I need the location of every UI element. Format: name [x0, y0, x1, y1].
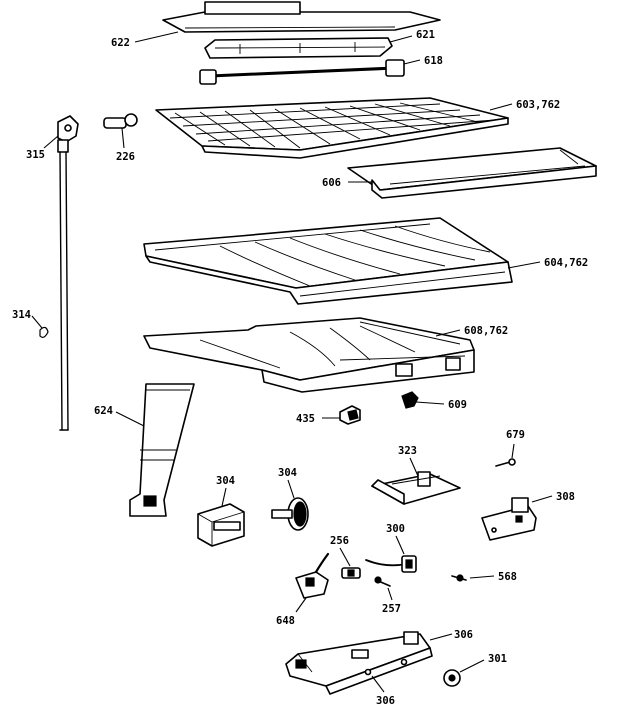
leader-300: [395, 535, 405, 555]
part-304-knob: [271, 497, 309, 531]
label-621: 621: [416, 29, 435, 41]
leader-306a: [429, 633, 453, 641]
label-314: 314: [12, 309, 31, 321]
part-314-rod: [31, 151, 69, 431]
part-323-bracket: [371, 471, 461, 505]
label-606: 606: [322, 177, 341, 189]
label-679: 679: [506, 429, 525, 441]
part-604-shelf-frame: [143, 217, 513, 305]
part-306-housing: [285, 631, 433, 695]
part-622-cover: [162, 1, 441, 33]
leader-256: [339, 547, 351, 567]
leader-621: [389, 35, 413, 43]
label-608-762: 608,762: [464, 325, 508, 337]
part-624-duct: [129, 383, 195, 517]
leader-306b: [371, 675, 385, 693]
label-609: 609: [448, 399, 467, 411]
part-226-roller: [103, 113, 138, 149]
leader-622: [134, 31, 179, 43]
leader-304b: [287, 479, 295, 499]
part-308-plate: [481, 497, 537, 541]
part-603-wire-shelf: [155, 97, 509, 159]
leader-301: [459, 659, 485, 673]
part-608-crisper-cover: [143, 317, 475, 393]
leader-604: [507, 261, 541, 269]
part-621-rail: [204, 37, 393, 59]
label-256: 256: [330, 535, 349, 547]
leader-257: [387, 587, 393, 601]
leader-624: [115, 411, 145, 427]
part-315-bracket: [57, 115, 79, 153]
part-257-screw: [374, 576, 391, 587]
label-304-box: 304: [216, 475, 235, 487]
label-622: 622: [111, 37, 130, 49]
label-624: 624: [94, 405, 113, 417]
leader-603: [489, 103, 513, 111]
leader-308: [531, 495, 553, 503]
part-300-cord: [365, 555, 417, 573]
part-648-relay: [295, 552, 330, 599]
part-679-screw: [495, 443, 516, 467]
part-304-switch-box: [197, 503, 245, 547]
label-648: 648: [276, 615, 295, 627]
leader-618: [403, 59, 421, 65]
leader-648: [295, 597, 307, 613]
label-323: 323: [398, 445, 417, 457]
part-618-rod: [199, 59, 405, 85]
label-300: 300: [386, 523, 405, 535]
label-568: 568: [498, 571, 517, 583]
label-306-top: 306: [454, 629, 473, 641]
label-226: 226: [116, 151, 135, 163]
leader-608: [435, 329, 461, 337]
part-256-connector: [341, 567, 361, 579]
label-435: 435: [296, 413, 315, 425]
part-568-screw: [451, 574, 467, 582]
label-304-knob: 304: [278, 467, 297, 479]
label-604-762: 604,762: [544, 257, 588, 269]
label-603-762: 603,762: [516, 99, 560, 111]
part-435-clip: [322, 405, 361, 425]
part-606-trim: [347, 147, 597, 199]
label-315: 315: [26, 149, 45, 161]
leader-304a: [221, 487, 227, 507]
label-257: 257: [382, 603, 401, 615]
label-618: 618: [424, 55, 443, 67]
leader-315: [43, 135, 59, 149]
leader-323: [409, 457, 419, 477]
label-306-bottom: 306: [376, 695, 395, 707]
part-301-knob: [443, 669, 461, 687]
part-609-clip: [401, 391, 445, 409]
label-301: 301: [488, 653, 507, 665]
label-308: 308: [556, 491, 575, 503]
leader-568: [469, 575, 495, 579]
